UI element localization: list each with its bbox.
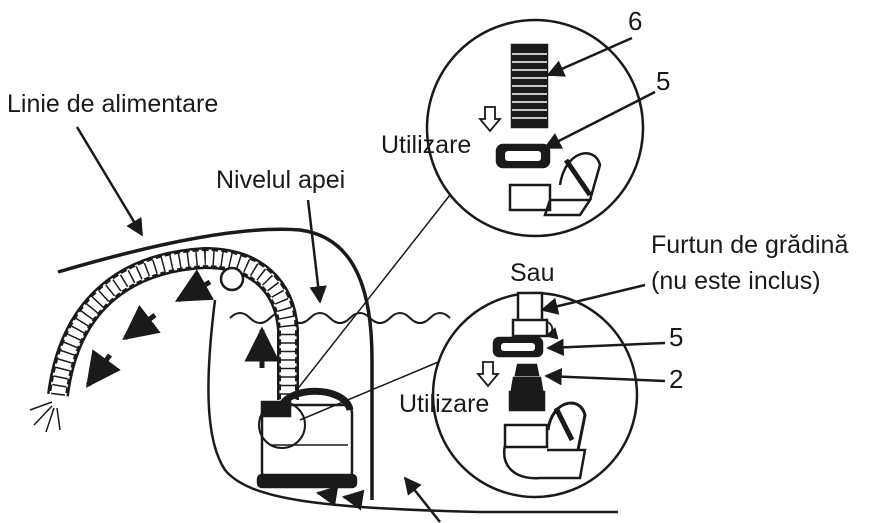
callout-5-bottom: 5 xyxy=(669,322,683,352)
label-supply-line: Linie de alimentare xyxy=(7,90,218,118)
label-use-bottom: Utilizare xyxy=(399,390,489,418)
twist-arrow-icon xyxy=(544,321,559,340)
label-arrows xyxy=(75,36,666,523)
down-arrow-icon xyxy=(476,361,500,388)
detail-pump-top xyxy=(508,152,602,217)
intake-arrows xyxy=(315,485,365,511)
arrow-6 xyxy=(546,36,633,77)
arrow-5-top xyxy=(543,90,656,150)
hose-hanger xyxy=(219,266,245,292)
arrow-5-bottom xyxy=(546,338,666,357)
callout-6: 6 xyxy=(628,6,642,36)
label-garden-hose-1: Furtun de grădină xyxy=(651,231,848,259)
water-level-line xyxy=(229,312,451,324)
water-spray-icon xyxy=(29,401,61,433)
detail-adapter-2 xyxy=(508,363,546,412)
label-use-top: Utilizare xyxy=(381,131,471,159)
arrow-garden-hose xyxy=(540,283,646,315)
detail-garden-hose xyxy=(516,291,544,325)
basin-outline xyxy=(207,299,618,514)
detail-pump-bottom xyxy=(502,423,587,480)
pump xyxy=(256,387,358,489)
detail-circle-bottom xyxy=(431,291,639,499)
down-arrow-icon xyxy=(478,106,502,133)
hose xyxy=(47,246,299,400)
callout-5-top: 5 xyxy=(656,66,670,96)
arrow-water-level xyxy=(306,199,327,304)
arrow-2 xyxy=(544,367,666,386)
main-scene xyxy=(57,227,618,514)
detail-circle-small xyxy=(258,401,306,449)
arrow-supply-line xyxy=(75,126,144,237)
detail-circle-top xyxy=(425,18,645,238)
label-water-level: Nivelul apei xyxy=(216,166,345,194)
supply-line-cable xyxy=(57,227,374,500)
label-garden-hose-2: (nu este inclus) xyxy=(651,267,821,295)
flow-arrows xyxy=(85,269,280,388)
arrow-basin xyxy=(403,476,441,523)
pump-base xyxy=(256,473,358,489)
label-or: Sau xyxy=(510,259,554,287)
detail-leaders xyxy=(284,194,456,421)
callout-2: 2 xyxy=(669,364,683,394)
